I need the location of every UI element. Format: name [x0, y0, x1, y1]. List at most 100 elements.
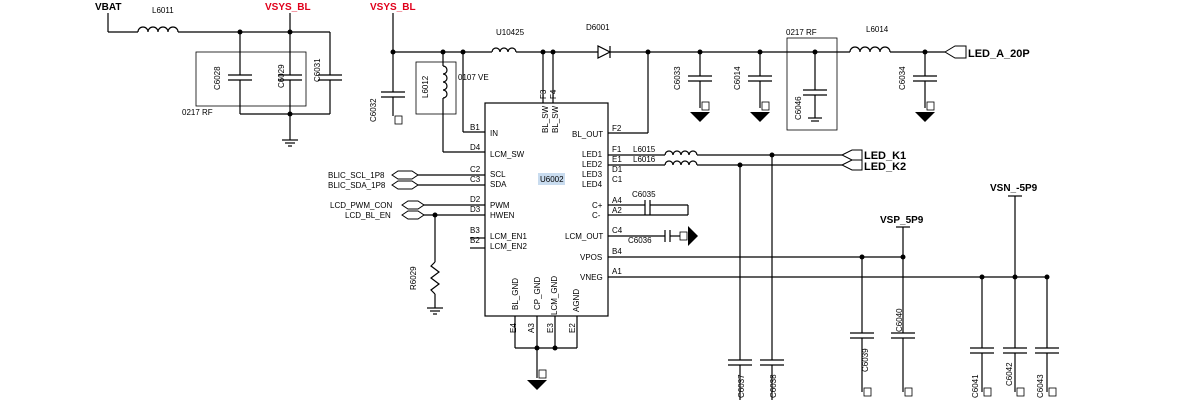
- net-vbat: VBAT: [95, 2, 121, 13]
- pin-b1: B1: [470, 123, 480, 132]
- pin-e2: E2: [568, 323, 577, 333]
- label-l6016: L6016: [633, 155, 656, 164]
- label-r6029: R6029: [409, 266, 418, 290]
- pin-b2: B2: [470, 236, 480, 245]
- pin-bl-sw-1: BL_SW: [541, 105, 550, 133]
- net-lcd-pwm-con: LCD_PWM_CON: [330, 201, 392, 210]
- pin-lcm-en1: LCM_EN1: [490, 232, 527, 241]
- pin-e1: E1: [612, 155, 622, 164]
- pin-a2: A2: [612, 206, 622, 215]
- label-l6011: L6011: [152, 6, 174, 15]
- net-vsys-bl-2: VSYS_BL: [370, 2, 416, 13]
- label-l6012: L6012: [421, 75, 430, 98]
- rf-box-2: [786, 37, 838, 131]
- label-c6038: C6038: [769, 374, 778, 398]
- net-blic-scl: BLIC_SCL_1P8: [328, 171, 385, 180]
- label-c6028: C6028: [213, 66, 222, 90]
- pin-pwm: PWM: [490, 201, 510, 210]
- pin-b3: B3: [470, 226, 480, 235]
- resistor-r6029: [430, 261, 440, 295]
- label-u6002: U6002: [540, 175, 564, 184]
- label-rf-2: 0217 RF: [786, 28, 817, 37]
- net-vsp-5p9: VSP_5P9: [880, 215, 924, 226]
- inductor-l6016: [664, 160, 698, 166]
- pin-f1: F1: [612, 145, 622, 154]
- pin-led3: LED3: [582, 170, 603, 179]
- pin-c1: C1: [612, 175, 623, 184]
- pin-bl-out: BL_OUT: [572, 130, 603, 139]
- pin-e4: E4: [509, 323, 518, 333]
- pin-led4: LED4: [582, 180, 603, 189]
- pin-vneg: VNEG: [580, 273, 603, 282]
- label-l6015: L6015: [633, 145, 656, 154]
- pin-a3: A3: [527, 323, 536, 333]
- pin-d4: D4: [470, 143, 481, 152]
- inductor-l6012: [442, 65, 448, 99]
- vsys-rail: VSYS_BL U10425 C6032 L6012 0107 VE: [369, 2, 1030, 153]
- pin-c4: C4: [612, 226, 623, 235]
- pin-bl-sw-2: BL_SW: [551, 105, 560, 133]
- pin-a1: A1: [612, 267, 622, 276]
- label-c6046: C6046: [794, 96, 803, 120]
- pin-vpos: VPOS: [580, 253, 602, 262]
- label-c6014: C6014: [733, 66, 742, 90]
- l6012-box: [415, 61, 457, 115]
- pin-d3: D3: [470, 205, 481, 214]
- inductor-l6011: [137, 26, 179, 33]
- label-c6034: C6034: [898, 66, 907, 90]
- label-c6031: C6031: [313, 58, 322, 82]
- inductor-u10425: [491, 47, 517, 53]
- label-0107-ve: 0107 VE: [458, 73, 489, 82]
- pin-lcm-sw: LCM_SW: [490, 150, 525, 159]
- charge-pump-caps: C6035 C6036: [608, 190, 698, 246]
- net-led-k1: LED_K1: [864, 150, 906, 162]
- pin-in: IN: [490, 129, 498, 138]
- chip-body: [484, 102, 609, 317]
- led-k-section: L6015 L6016 LED_K1 LED_K2 C6037 C6038: [608, 145, 906, 400]
- vpos-vneg-rails: VSP_5P9 C6039 C6040 VSN_-5P9 C6041: [608, 183, 1059, 398]
- label-c6032: C6032: [369, 98, 378, 122]
- pin-f4: F4: [549, 89, 558, 99]
- label-c6036: C6036: [628, 236, 652, 245]
- pin-d2: D2: [470, 195, 481, 204]
- label-c6039: C6039: [861, 348, 870, 372]
- pin-b4: B4: [612, 247, 622, 256]
- label-c6035: C6035: [632, 190, 656, 199]
- chip-label-bg: [538, 173, 565, 185]
- net-led-a-20p: LED_A_20P: [968, 48, 1030, 60]
- label-rf-1: 0217 RF: [182, 108, 213, 117]
- pin-bl-gnd: BL_GND: [511, 278, 520, 310]
- pin-f2: F2: [612, 124, 622, 133]
- net-led-k2: LED_K2: [864, 161, 906, 173]
- label-d6001: D6001: [586, 23, 610, 32]
- label-c6029: C6029: [277, 64, 286, 88]
- label-c6040: C6040: [895, 308, 904, 332]
- vbat-section: VBAT L6011 VSYS_BL 0217 RF C6028 C6029 C…: [95, 2, 342, 147]
- inductor-l6015: [664, 150, 698, 156]
- pin-c-minus: C-: [592, 211, 601, 220]
- label-c6033: C6033: [673, 66, 682, 90]
- pin-scl: SCL: [490, 170, 506, 179]
- pin-hwen: HWEN: [490, 211, 515, 220]
- pin-lcm-out: LCM_OUT: [565, 232, 603, 241]
- inductor-l6014: [849, 46, 891, 53]
- pin-c2: C2: [470, 165, 481, 174]
- pin-lcm-en2: LCM_EN2: [490, 242, 527, 251]
- net-vsys-bl-1: VSYS_BL: [265, 2, 311, 13]
- net-lcd-bl-en: LCD_BL_EN: [345, 211, 391, 220]
- label-c6041: C6041: [971, 374, 980, 398]
- pin-agnd: AGND: [572, 289, 581, 312]
- rf-box-1: [195, 51, 307, 107]
- pin-led2: LED2: [582, 160, 603, 169]
- pin-cp-gnd: CP_GND: [533, 276, 542, 310]
- label-c6043: C6043: [1036, 374, 1045, 398]
- diode-d6001: [597, 45, 612, 59]
- label-c6037: C6037: [737, 374, 746, 398]
- pin-f3: F3: [539, 89, 548, 99]
- input-signals: BLIC_SCL_1P8 BLIC_SDA_1P8 LCD_PWM_CON LC…: [328, 170, 485, 315]
- pin-sda: SDA: [490, 180, 507, 189]
- pin-e3: E3: [546, 323, 555, 333]
- chip-u6002: U6002 B1 IN D4 LCM_SW C2 SCL C3 SDA D2 P…: [470, 89, 623, 390]
